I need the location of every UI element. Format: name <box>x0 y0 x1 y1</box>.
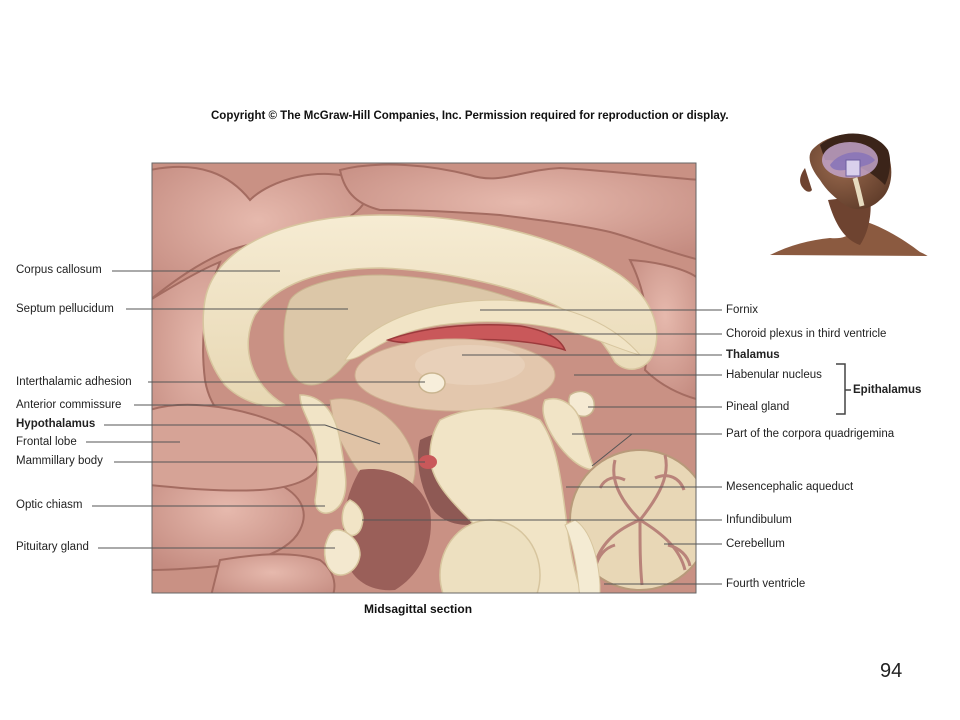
pituitary-gland-shape <box>323 529 361 576</box>
label-thalamus: Thalamus <box>726 349 780 361</box>
label-corpus-callosum: Corpus callosum <box>16 264 102 276</box>
infundibulum-shape <box>341 499 364 537</box>
label-hypothalamus: Hypothalamus <box>16 418 96 430</box>
label-pituitary-gland: Pituitary gland <box>16 541 89 553</box>
epithalamus-bracket <box>836 363 851 415</box>
label-septum-pellucidum: Septum pellucidum <box>16 303 114 315</box>
label-habenular-nucleus: Habenular nucleus <box>726 369 822 381</box>
label-choroid-plexus: Choroid plexus in third ventricle <box>726 328 887 340</box>
figure-caption: Midsagittal section <box>364 602 473 616</box>
label-cerebellum: Cerebellum <box>726 538 785 550</box>
copyright-notice: Copyright © The McGraw-Hill Companies, I… <box>211 110 729 122</box>
label-fornix: Fornix <box>726 304 758 316</box>
label-infundibulum: Infundibulum <box>726 514 792 526</box>
label-pineal-gland: Pineal gland <box>726 401 790 413</box>
label-interthalamic-adhesion: Interthalamic adhesion <box>16 376 132 388</box>
label-anterior-commissure: Anterior commissure <box>16 399 122 411</box>
label-mammillary-body: Mammillary body <box>16 455 103 467</box>
left-leader-lines <box>86 270 425 549</box>
right-leader-lines <box>362 309 722 585</box>
fornix-shape <box>344 299 642 361</box>
label-frontal-lobe: Frontal lobe <box>16 436 77 448</box>
mammillary-body-shape <box>419 455 437 469</box>
inset-head-illustration <box>770 133 928 256</box>
fourth-ventricle-shape <box>564 519 601 593</box>
label-epithalamus: Epithalamus <box>853 384 922 396</box>
midsagittal-section-image <box>152 163 696 593</box>
label-fourth-ventricle: Fourth ventricle <box>726 578 806 590</box>
slide-number: 94 <box>880 660 903 682</box>
interthalamic-adhesion-shape <box>418 372 446 394</box>
cerebral-cortex-gyri <box>152 163 696 593</box>
label-mesencephalic-aqueduct: Mesencephalic aqueduct <box>726 481 854 493</box>
label-optic-chiasm: Optic chiasm <box>16 499 83 511</box>
label-corpora-quadrigemina: Part of the corpora quadrigemina <box>726 428 895 440</box>
